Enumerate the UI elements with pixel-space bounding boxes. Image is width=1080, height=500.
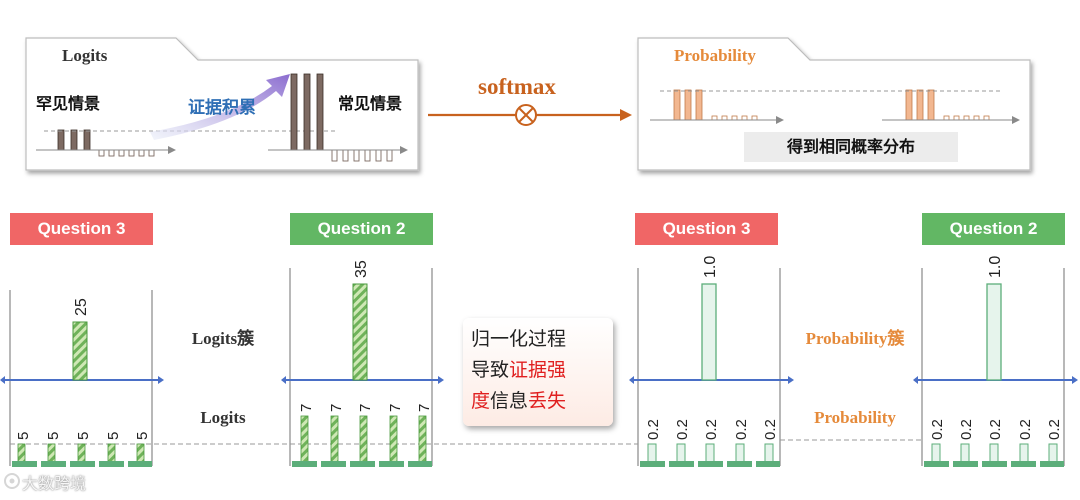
softmax-label: softmax xyxy=(478,74,556,99)
q2-prob-bars xyxy=(924,283,1064,467)
question-2-prob-badge: Question 2 xyxy=(922,213,1065,245)
value-label: 0.2 xyxy=(987,419,1004,440)
value-label: 0.2 xyxy=(703,419,720,440)
question-2-logits-badge: Question 2 xyxy=(290,213,433,245)
value-label: 0.2 xyxy=(733,419,750,440)
value-label: 0.2 xyxy=(645,419,662,440)
q3-prob-bars xyxy=(640,283,780,467)
watermark-text: 大数跨境 xyxy=(22,474,87,493)
logits-label: Logits xyxy=(200,408,246,427)
value-label: 0.2 xyxy=(1017,419,1034,440)
prob-bars-right xyxy=(905,89,990,121)
q2-logit-small-labels: 7 7 7 7 7 xyxy=(298,404,433,412)
value-label: 0.2 xyxy=(958,419,975,440)
q3-logit-peak-label: 25 xyxy=(73,298,90,316)
callout-text: 导致 xyxy=(471,359,510,381)
q2-logits-bars xyxy=(292,283,432,467)
q2-prob-small-labels: 0.2 0.2 0.2 0.2 0.2 xyxy=(929,419,1063,440)
value-label: 7 xyxy=(357,404,374,412)
q3-logit-small-labels: 5 5 5 5 5 xyxy=(15,432,151,440)
evidence-accum-label: 证据积累 xyxy=(188,98,256,118)
probability-cluster-label: Probability簇 xyxy=(805,329,905,348)
callout-line-3: 度信息丢失 xyxy=(471,386,605,417)
value-label: 7 xyxy=(298,404,315,412)
logits-cluster-label: Logits簇 xyxy=(191,329,255,348)
value-label: 5 xyxy=(105,432,122,440)
callout-line-2: 导致证据强 xyxy=(471,355,605,386)
q2-logit-peak-label: 35 xyxy=(353,260,370,278)
q3-prob-peak-bar xyxy=(701,283,717,381)
value-label: 5 xyxy=(134,432,151,440)
value-label: 0.2 xyxy=(929,419,946,440)
q3-logits-bars xyxy=(12,321,152,467)
question-3-prob-badge: Question 3 xyxy=(635,213,778,245)
logits-title: Logits xyxy=(62,46,108,65)
probability-label: Probability xyxy=(814,408,896,427)
same-distribution-label: 得到相同概率分布 xyxy=(786,137,915,156)
value-label: 5 xyxy=(75,432,92,440)
callout-text: 信息 xyxy=(490,390,529,412)
q2-prob-peak-label: 1.0 xyxy=(987,256,1004,278)
callout-line-1: 归一化过程 xyxy=(471,328,567,350)
q3-logit-peak-bar xyxy=(72,321,88,381)
probability-title: Probability xyxy=(674,46,756,65)
value-label: 7 xyxy=(416,404,433,412)
value-label: 0.2 xyxy=(762,419,779,440)
q2-logit-peak-bar xyxy=(352,283,368,381)
callout-highlight: 证据强 xyxy=(509,359,567,381)
value-label: 7 xyxy=(387,404,404,412)
value-label: 5 xyxy=(15,432,32,440)
value-label: 7 xyxy=(328,404,345,412)
evidence-arrow xyxy=(150,74,290,140)
same-dist-box xyxy=(744,132,958,162)
watermark-logo-icon xyxy=(4,473,20,489)
value-label: 0.2 xyxy=(1046,419,1063,440)
value-label: 0.2 xyxy=(674,419,691,440)
normalization-callout: 归一化过程 导致证据强 度信息丢失 xyxy=(463,318,613,426)
rare-scene-label: 罕见情景 xyxy=(36,94,101,113)
q3-prob-small-labels: 0.2 0.2 0.2 0.2 0.2 xyxy=(645,419,779,440)
softmax-arrow xyxy=(428,104,632,126)
callout-highlight: 丢失 xyxy=(528,390,567,412)
question-3-logits-badge: Question 3 xyxy=(10,213,153,245)
q2-prob-peak-bar xyxy=(986,283,1002,381)
common-scene-label: 常见情景 xyxy=(338,94,403,113)
callout-highlight: 度 xyxy=(471,390,491,412)
q3-prob-peak-label: 1.0 xyxy=(702,256,719,278)
value-label: 5 xyxy=(45,432,62,440)
